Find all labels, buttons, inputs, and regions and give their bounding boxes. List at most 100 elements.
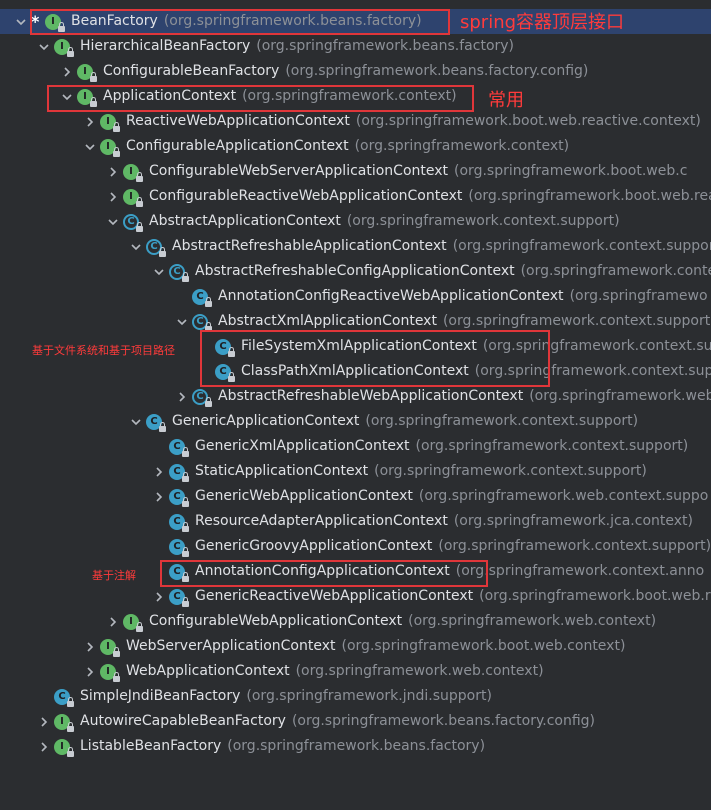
abstract-class-icon: C [146,238,166,257]
lock-icon [182,446,189,457]
interface-icon: I [100,638,120,657]
chevron-right-icon[interactable] [151,584,167,609]
chevron-right-icon[interactable] [151,459,167,484]
chevron-right-icon[interactable] [36,709,52,734]
chevron-right-icon[interactable] [82,659,98,684]
chevron-right-icon[interactable] [151,484,167,509]
chevron-right-icon[interactable] [82,634,98,659]
package-name: (org.springframework.boot.web.reactive.c… [355,113,701,129]
chevron-down-icon[interactable] [36,34,52,59]
abstract-class-icon: C [169,263,189,282]
lock-icon [67,696,74,707]
type-name: GenericXmlApplicationContext [195,438,410,454]
lock-icon [182,496,189,507]
type-name: AbstractXmlApplicationContext [218,313,437,329]
interface-icon: I [54,713,74,732]
lock-icon [136,171,143,182]
package-name: (org.springframework.web.context) [408,613,657,629]
chevron-down-icon[interactable] [105,209,121,234]
package-name: (org.springframework.boot.web.r [479,588,711,604]
chevron-down-icon[interactable] [174,309,190,334]
interface-icon: I [123,613,143,632]
chevron-right-icon[interactable] [174,384,190,409]
class-icon: C [169,438,189,457]
package-name: (org.springframewo [569,288,708,304]
abstract-class-icon: C [123,213,143,232]
chevron-down-icon[interactable] [82,134,98,159]
chevron-down-icon[interactable] [128,409,144,434]
type-name: ApplicationContext [103,88,237,104]
package-name: (org.springframework.context) [242,88,457,104]
lock-icon [182,571,189,582]
chevron-down-icon[interactable] [13,9,29,34]
lock-icon [113,671,120,682]
chevron-right-icon[interactable] [105,609,121,634]
lock-icon [205,321,212,332]
class-icon: C [169,563,189,582]
package-name: (org.springframework.beans.factory.confi… [291,713,595,729]
lock-icon [228,371,235,382]
lock-icon [182,471,189,482]
lock-icon [228,346,235,357]
annotation-common: 常用 [488,90,524,111]
type-name: ConfigurableWebServerApplicationContext [149,163,449,179]
type-name: BeanFactory [71,13,158,29]
lock-icon [136,196,143,207]
package-name: (org.springframework.beans.factory.confi… [285,63,589,79]
interface-icon: I [45,13,65,32]
type-name: GenericApplicationContext [172,413,360,429]
type-name: ClassPathXmlApplicationContext [241,363,469,379]
type-name: ConfigurableBeanFactory [103,63,280,79]
type-name: StaticApplicationContext [195,463,369,479]
chevron-down-icon[interactable] [128,234,144,259]
chevron-right-icon[interactable] [82,109,98,134]
chevron-down-icon[interactable] [151,259,167,284]
class-icon: C [169,513,189,532]
chevron-right-icon[interactable] [105,159,121,184]
lock-icon [182,521,189,532]
interface-icon: I [54,738,74,757]
chevron-right-icon[interactable] [59,59,75,84]
lock-icon [136,221,143,232]
type-name: GenericWebApplicationContext [195,488,413,504]
annotation-file-classpath: 基于文件系统和基于项目路径 [32,344,175,357]
chevron-down-icon[interactable] [59,84,75,109]
interface-icon: I [100,663,120,682]
package-name: (org.springframework.jca.context) [453,513,693,529]
chevron-right-icon[interactable] [105,184,121,209]
chevron-right-icon[interactable] [36,734,52,759]
interface-icon: I [100,138,120,157]
class-icon: C [215,363,235,382]
type-name: AbstractRefreshableWebApplicationContext [218,388,524,404]
